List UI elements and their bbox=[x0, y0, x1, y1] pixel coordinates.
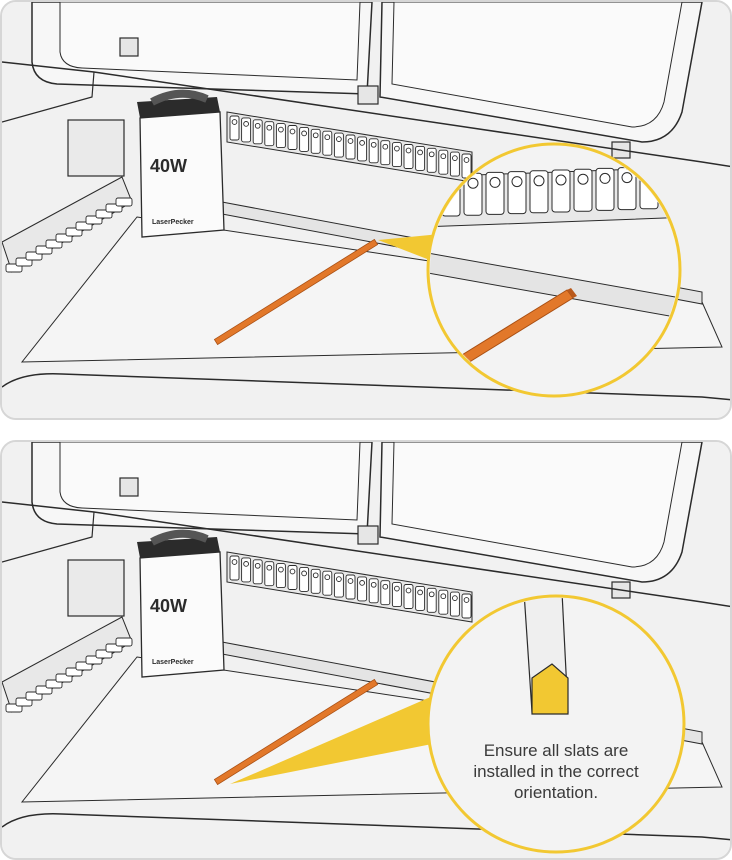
chain-pin bbox=[359, 580, 365, 586]
chain-pin bbox=[324, 134, 331, 141]
chain-pin bbox=[312, 572, 319, 579]
chain-pin bbox=[370, 141, 377, 148]
machine-illustration: 40W LaserPecker bbox=[2, 2, 730, 418]
chain-pin bbox=[428, 591, 435, 598]
brand-label: LaserPecker bbox=[152, 219, 194, 226]
chain-pin bbox=[463, 597, 470, 603]
chain-pin bbox=[394, 145, 400, 152]
chain-pin bbox=[312, 132, 319, 139]
chain-pin bbox=[336, 136, 342, 142]
hinge bbox=[357, 85, 379, 105]
stepper-motor bbox=[67, 119, 125, 177]
chain-pin bbox=[347, 138, 354, 144]
zoom-callout bbox=[230, 594, 686, 854]
chain-pin bbox=[266, 124, 273, 131]
callout-circle bbox=[426, 594, 686, 854]
chain-pin bbox=[440, 153, 447, 160]
zoomed-slat-end bbox=[567, 288, 577, 298]
hinge bbox=[119, 477, 139, 497]
chain-pin bbox=[231, 119, 238, 125]
chain-pin bbox=[533, 175, 545, 187]
chain-pin bbox=[555, 174, 567, 186]
chain-pin bbox=[621, 172, 633, 184]
chain-pin bbox=[289, 568, 296, 575]
callout-pointer bbox=[378, 234, 440, 264]
illustration-panel-bottom: 40W LaserPecker Ensure all slats are ins… bbox=[0, 440, 732, 860]
chain-pin bbox=[359, 140, 365, 146]
frame-edge bbox=[2, 61, 730, 168]
chain-pin bbox=[301, 130, 307, 137]
chain-pin bbox=[347, 578, 354, 584]
chain-pin bbox=[467, 177, 479, 189]
laser-module: 40W LaserPecker bbox=[137, 529, 225, 678]
chain-pin bbox=[266, 564, 273, 571]
chain-pin bbox=[278, 126, 284, 133]
chain-pin bbox=[289, 128, 296, 135]
zoomed-rail bbox=[430, 251, 678, 321]
lid-left-window bbox=[59, 2, 361, 81]
chain-pin bbox=[511, 176, 523, 188]
chain-pin bbox=[370, 581, 377, 588]
callout-instruction: Ensure all slats are installed in the co… bbox=[473, 741, 639, 802]
lid-right-window bbox=[391, 2, 683, 128]
chain-pin bbox=[452, 595, 458, 601]
chain-pin bbox=[599, 172, 611, 184]
callout-pointer bbox=[230, 692, 442, 784]
machine-illustration: 40W LaserPecker bbox=[2, 442, 730, 858]
chain-link bbox=[115, 637, 133, 647]
laser-module: 40W LaserPecker bbox=[137, 89, 225, 238]
chain-pin bbox=[440, 593, 447, 600]
frame-bottom bbox=[2, 373, 730, 401]
frame-corner bbox=[2, 511, 95, 563]
frame-bottom bbox=[2, 813, 730, 841]
chain-pin bbox=[417, 149, 423, 156]
chain-pin bbox=[278, 566, 284, 573]
chain-pin bbox=[301, 570, 307, 577]
lid-left-window bbox=[59, 442, 361, 521]
chain-pin bbox=[382, 143, 389, 150]
illustration-panel-top: 40W LaserPecker bbox=[0, 0, 732, 420]
brand-label: LaserPecker bbox=[152, 659, 194, 666]
chain-pin bbox=[463, 157, 470, 163]
slat-cross-section-profile bbox=[531, 663, 569, 715]
chain-pin bbox=[428, 151, 435, 158]
chain-pin bbox=[254, 122, 261, 129]
chain-pin bbox=[324, 574, 331, 581]
chain-links bbox=[5, 115, 472, 273]
chain-pin bbox=[243, 121, 249, 127]
chain-pin bbox=[243, 561, 249, 567]
lid-right-window bbox=[391, 442, 683, 568]
chain-pin bbox=[417, 589, 423, 596]
hinge bbox=[357, 525, 379, 545]
chain-pin bbox=[577, 173, 589, 185]
frame-edge bbox=[2, 501, 730, 608]
stepper-motor bbox=[67, 559, 125, 617]
chain-pin bbox=[452, 155, 458, 161]
power-label: 40W bbox=[150, 156, 187, 176]
chain-pin bbox=[382, 583, 389, 590]
chain-pin bbox=[254, 562, 261, 569]
slat bbox=[213, 238, 379, 346]
chain-pin bbox=[394, 585, 400, 592]
chain-pin bbox=[336, 576, 342, 582]
hinge bbox=[119, 37, 139, 57]
chain-pin bbox=[405, 587, 412, 594]
chain-links bbox=[5, 555, 472, 713]
chain-pin bbox=[489, 176, 501, 188]
chain-pin bbox=[405, 147, 412, 154]
chain-pin bbox=[231, 559, 238, 565]
frame-corner bbox=[2, 71, 95, 123]
slat bbox=[213, 678, 379, 786]
chain-link bbox=[115, 197, 133, 207]
power-label: 40W bbox=[150, 596, 187, 616]
